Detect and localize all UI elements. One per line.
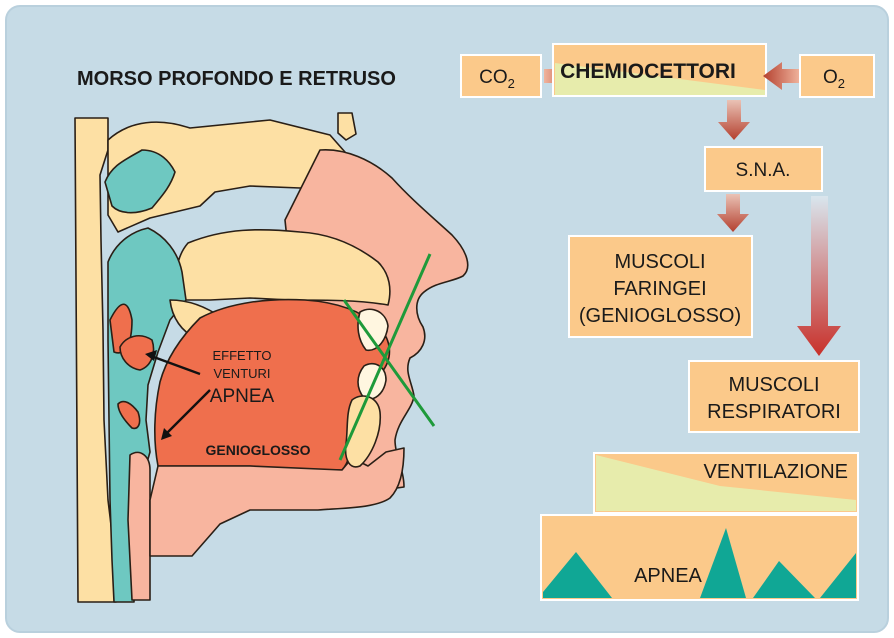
arrow-to-tonsil-head xyxy=(145,350,157,361)
apnea-wave-3 xyxy=(753,561,815,598)
ventilazione-wedge xyxy=(596,455,856,511)
green-line-2 xyxy=(342,299,436,427)
chemiocettori-ventilation-wedge xyxy=(555,63,765,95)
muscoli-respiratori-line2: RESPIRATORI xyxy=(707,401,841,423)
flow-diagram: CO2 CHEMIOCETTORI O2 S.N.A. MUSCOLI FARI… xyxy=(460,43,875,601)
venturi-arrows xyxy=(145,350,211,440)
arrow-o2-to-chemio xyxy=(763,62,800,90)
frontal-ledge xyxy=(337,112,357,141)
ventilazione-label: VENTILAZIONE xyxy=(704,461,848,483)
epiglottis xyxy=(117,400,141,430)
o2-label: O2 xyxy=(823,67,845,91)
trachea xyxy=(127,451,151,601)
arrow-sna-to-respiratori xyxy=(797,196,841,356)
muscoli-faringei-line2: FARINGEI xyxy=(613,278,706,300)
apnea-wave-2 xyxy=(700,528,746,598)
muscoli-faringei-box xyxy=(568,235,753,338)
co2-label: CO2 xyxy=(479,67,515,91)
arrow-to-tonsil xyxy=(150,354,201,376)
chemiocettori-label: CHEMIOCETTORI xyxy=(560,60,736,83)
venturi-label: VENTURI xyxy=(213,366,270,381)
lower-incisor-root xyxy=(344,395,382,468)
sna-box xyxy=(704,146,823,192)
anatomy-apnea-label: APNEA xyxy=(210,386,275,407)
upper-tooth xyxy=(357,308,389,351)
figure-title: MORSO PROFONDO E RETRUSO xyxy=(77,68,396,90)
effetto-label: EFFETTO xyxy=(213,348,272,363)
apnea-chart-label: APNEA xyxy=(634,565,702,587)
mandible-soft-tissue xyxy=(149,447,405,557)
green-cross xyxy=(338,253,436,461)
apnea-wave-1 xyxy=(543,552,612,598)
sna-label: S.N.A. xyxy=(736,160,791,181)
muscoli-respiratori-box xyxy=(688,360,860,433)
co2-box xyxy=(460,54,542,98)
apnea-wave-4 xyxy=(820,553,856,598)
arrow-sna-to-faringei xyxy=(717,194,749,232)
muscoli-faringei-line3: (GENIOGLOSSO) xyxy=(579,305,741,327)
o2-box xyxy=(799,54,875,98)
arrow-chemio-to-sna xyxy=(718,100,750,140)
nasal-sinus xyxy=(104,149,176,214)
muscoli-respiratori-line1: MUSCOLI xyxy=(728,374,819,396)
skull-base xyxy=(107,119,361,233)
arrow-to-epiglottis xyxy=(165,389,211,435)
genioglosso-label: GENIOGLOSSO xyxy=(205,442,310,458)
anatomy-illustration: MORSO PROFONDO E RETRUSO EF xyxy=(74,68,469,603)
arrow-to-epiglottis-head xyxy=(161,428,172,440)
muscoli-faringei-line1: MUSCOLI xyxy=(614,251,705,273)
